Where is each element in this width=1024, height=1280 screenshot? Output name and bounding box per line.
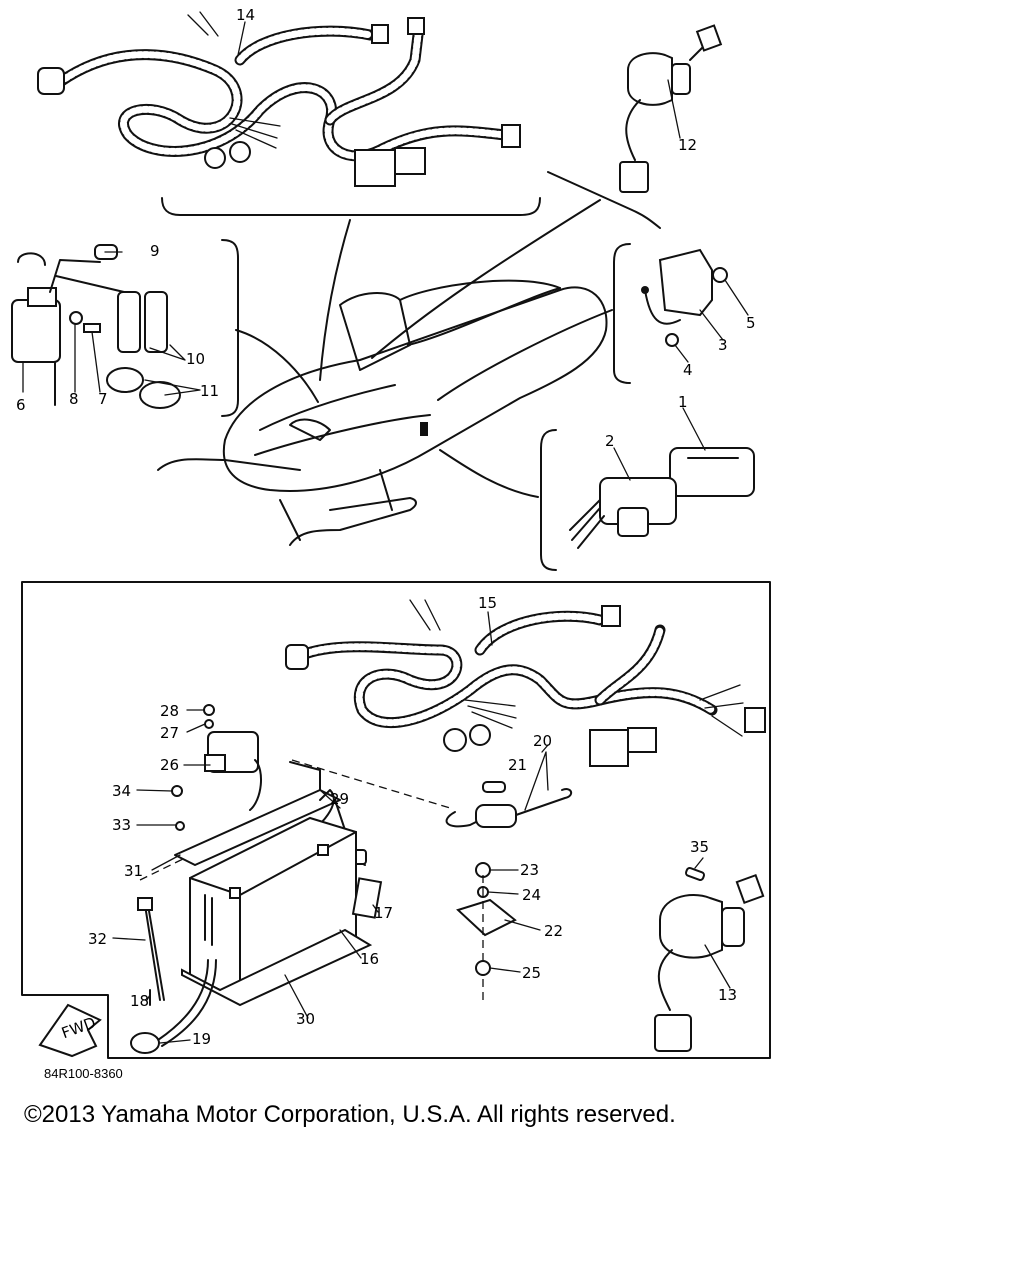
callout-24: 24 <box>522 886 541 904</box>
callout-28: 28 <box>160 702 179 720</box>
callout-12: 12 <box>678 136 697 154</box>
callout-20: 20 <box>533 732 552 750</box>
cdi-unit-group <box>569 447 755 549</box>
wire-harness-14 <box>37 11 521 187</box>
ignition-coil-group <box>11 244 181 409</box>
callout-2: 2 <box>605 432 615 450</box>
callout-6: 6 <box>16 396 26 414</box>
callout-32: 32 <box>88 930 107 948</box>
callout-22: 22 <box>544 922 563 940</box>
battery-pad-30 <box>181 928 373 1007</box>
callout-3: 3 <box>718 336 728 354</box>
leader-arrows <box>235 199 613 498</box>
callout-23: 23 <box>520 861 539 879</box>
callout-30: 30 <box>296 1010 315 1028</box>
callout-7: 7 <box>98 390 108 408</box>
cover-17 <box>351 877 383 919</box>
callout-9: 9 <box>150 242 160 260</box>
rectifier-group <box>456 862 517 1000</box>
snowmobile-illustration <box>157 279 608 546</box>
callout-leaders <box>22 21 749 1044</box>
bracket-left <box>221 239 239 417</box>
dashed-guide <box>139 759 451 881</box>
callout-15: 15 <box>478 594 497 612</box>
callout-25: 25 <box>522 964 541 982</box>
bracket-12 <box>547 171 661 229</box>
callout-19: 19 <box>192 1030 211 1048</box>
wire-harness-15 <box>285 599 766 767</box>
breather-hose <box>130 959 217 1054</box>
starter-relay-group <box>171 704 262 831</box>
callout-31: 31 <box>124 862 143 880</box>
callout-16: 16 <box>360 950 379 968</box>
bracket-right-top <box>613 243 631 384</box>
fuse-holder-group <box>445 751 573 828</box>
callout-10: 10 <box>186 350 205 368</box>
callout-26: 26 <box>160 756 179 774</box>
copyright-notice: ©2013 Yamaha Motor Corporation, U.S.A. A… <box>24 1101 676 1128</box>
lower-panel-frame <box>21 581 771 1059</box>
callout-33: 33 <box>112 816 131 834</box>
main-switch-12 <box>619 24 723 193</box>
callout-35: 35 <box>690 838 709 856</box>
callout-29: 29 <box>330 790 349 808</box>
bracket-14 <box>161 197 541 216</box>
main-switch-13 <box>654 867 765 1052</box>
callout-34: 34 <box>112 782 131 800</box>
regulator-group <box>641 248 728 347</box>
callout-labels: 14 12 9 10 11 6 8 7 3 5 4 1 2 15 28 27 2… <box>16 6 756 1048</box>
bolt-32 <box>137 897 165 1001</box>
callout-21: 21 <box>508 756 527 774</box>
fwd-arrow-icon: FWD <box>38 1003 102 1058</box>
callout-5: 5 <box>746 314 756 332</box>
callout-11: 11 <box>200 382 219 400</box>
reference-code: 84R100-8360 <box>44 1066 123 1081</box>
callout-4: 4 <box>683 361 693 379</box>
callout-1: 1 <box>678 393 688 411</box>
callout-8: 8 <box>69 390 79 408</box>
callout-14: 14 <box>236 6 255 24</box>
callout-13: 13 <box>718 986 737 1004</box>
callout-17: 17 <box>374 904 393 922</box>
bracket-right-bottom <box>540 429 557 571</box>
callout-18: 18 <box>130 992 149 1010</box>
callout-27: 27 <box>160 724 179 742</box>
